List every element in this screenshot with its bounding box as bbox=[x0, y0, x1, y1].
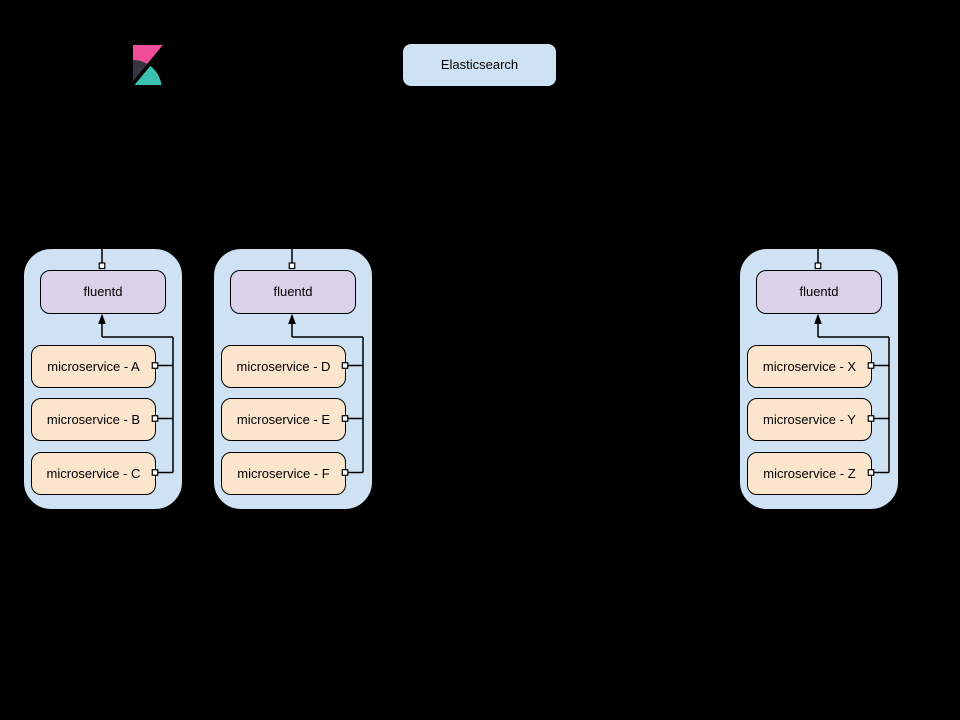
pod-2-microservice-e-node[interactable]: microservice - E bbox=[221, 398, 346, 441]
microservice-label: microservice - Z bbox=[763, 465, 856, 481]
elasticsearch-node[interactable]: Elasticsearch bbox=[402, 43, 557, 87]
elasticsearch-label: Elasticsearch bbox=[440, 57, 519, 73]
kibana-logo-teal-shape bbox=[134, 65, 162, 85]
pod-3-fluentd-node[interactable]: fluentd bbox=[756, 270, 882, 314]
microservice-label: microservice - F bbox=[237, 465, 330, 481]
microservice-label: microservice - B bbox=[46, 411, 141, 427]
fluentd-label: fluentd bbox=[799, 284, 839, 300]
pod-1-microservice-c-node[interactable]: microservice - C bbox=[31, 452, 156, 495]
microservice-label: microservice - A bbox=[47, 358, 140, 374]
pod-2-fluentd-node[interactable]: fluentd bbox=[230, 270, 356, 314]
pod-1: fluentd microservice - A microservice - … bbox=[23, 248, 183, 510]
pod-3: fluentd microservice - X microservice - … bbox=[739, 248, 899, 510]
pod-2-microservice-f-node[interactable]: microservice - F bbox=[221, 452, 346, 495]
microservice-label: microservice - X bbox=[762, 358, 857, 374]
fluentd-label: fluentd bbox=[83, 284, 123, 300]
kibana-logo-dark-shape bbox=[133, 59, 148, 81]
microservice-label: microservice - C bbox=[46, 465, 141, 481]
microservice-label: microservice - E bbox=[236, 411, 331, 427]
pod-2: fluentd microservice - D microservice - … bbox=[213, 248, 373, 510]
pod-1-microservice-a-node[interactable]: microservice - A bbox=[31, 345, 156, 388]
microservice-label: microservice - D bbox=[236, 358, 331, 374]
pod-3-microservice-x-node[interactable]: microservice - X bbox=[747, 345, 872, 388]
pod-2-microservice-d-node[interactable]: microservice - D bbox=[221, 345, 346, 388]
pod-3-microservice-y-node[interactable]: microservice - Y bbox=[747, 398, 872, 441]
kibana-logo-pink-shape bbox=[133, 45, 163, 81]
fluentd-label: fluentd bbox=[273, 284, 313, 300]
pod-1-microservice-b-node[interactable]: microservice - B bbox=[31, 398, 156, 441]
pod-3-microservice-z-node[interactable]: microservice - Z bbox=[747, 452, 872, 495]
microservice-label: microservice - Y bbox=[763, 411, 856, 427]
pod-1-fluentd-node[interactable]: fluentd bbox=[40, 270, 166, 314]
kibana-logo-icon bbox=[133, 45, 163, 85]
